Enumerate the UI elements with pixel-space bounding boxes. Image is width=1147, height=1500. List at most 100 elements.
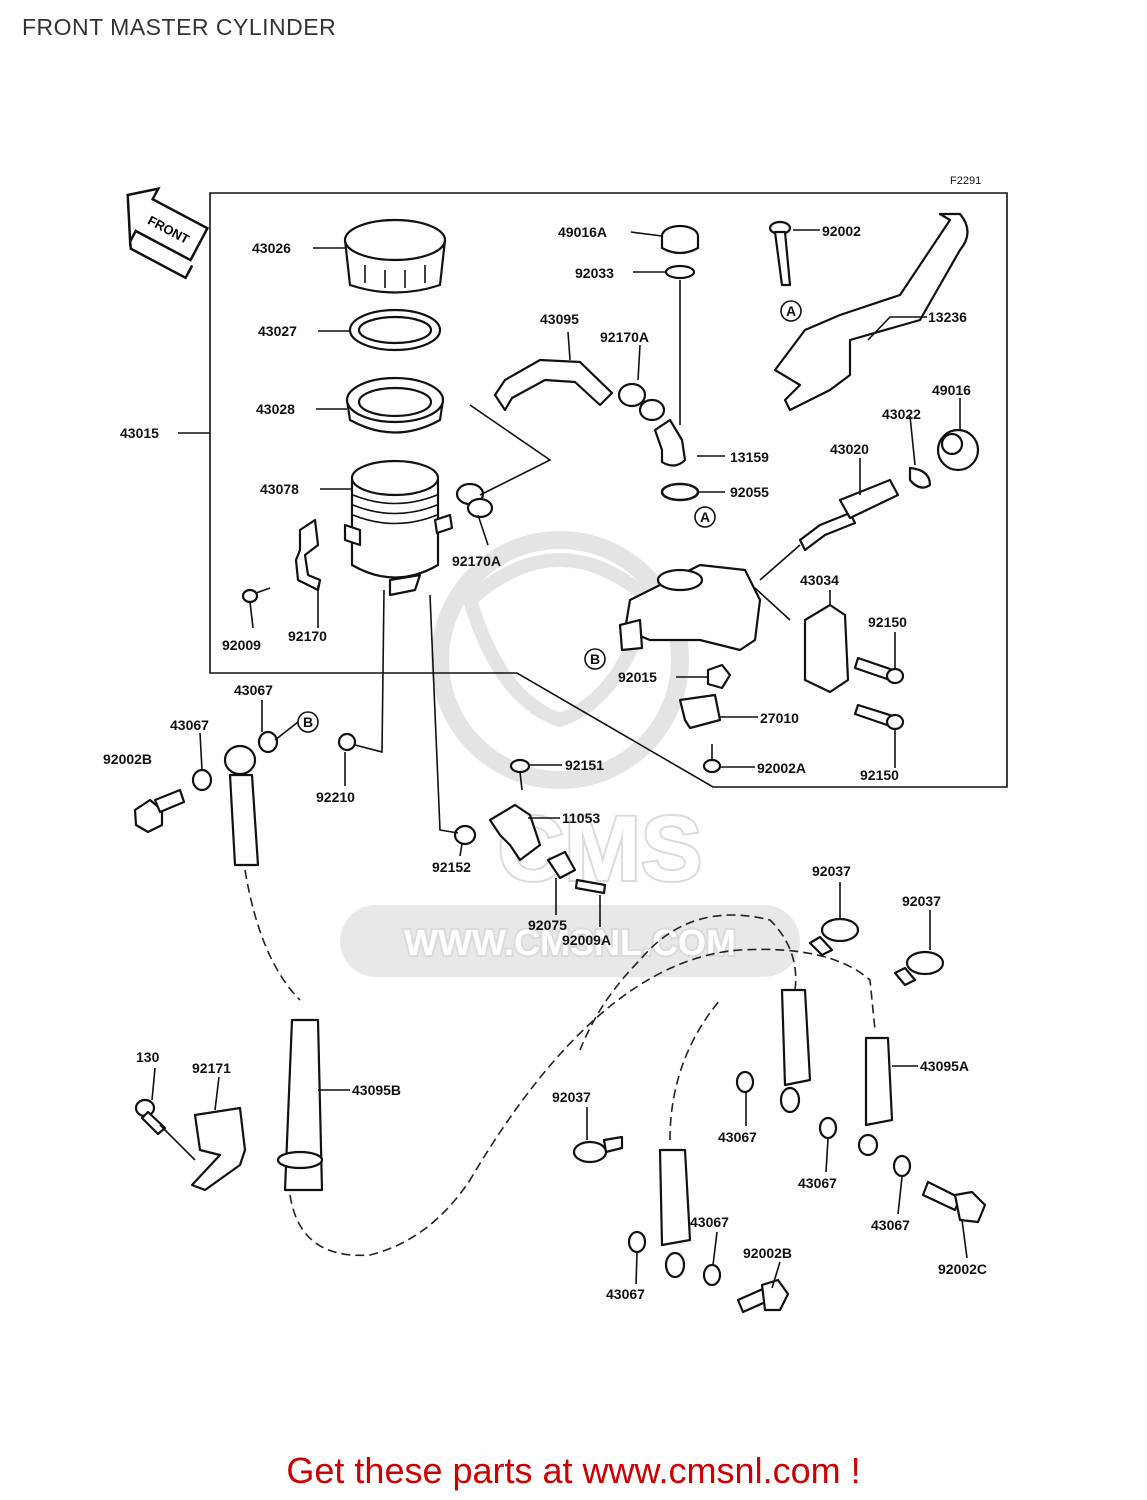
figure-code: F2291 <box>950 175 981 187</box>
part-label: 92002C <box>938 1261 987 1277</box>
bolt-92151 <box>509 758 531 791</box>
assembly-frame <box>209 192 1008 788</box>
bolt-92150-upper <box>853 656 905 685</box>
hose-section-middle <box>779 988 812 1114</box>
callout-a-lever: A <box>780 300 802 322</box>
part-label: 92210 <box>316 789 355 805</box>
part-label: 43027 <box>258 323 297 339</box>
boot-49016 <box>936 428 980 472</box>
part-label: 130 <box>136 1049 160 1065</box>
bracket-11053 <box>488 803 542 862</box>
part-label: 27010 <box>760 710 799 726</box>
grommet-92210 <box>337 732 357 752</box>
part-label: 92002B <box>103 751 152 767</box>
washer-43067-b2 <box>702 1263 722 1287</box>
part-label: 92037 <box>902 893 941 909</box>
part-label: 92171 <box>192 1060 231 1076</box>
part-label: 43067 <box>606 1286 645 1302</box>
part-label: 92002A <box>757 760 806 776</box>
part-label: 43028 <box>256 401 295 417</box>
svg-text:A: A <box>700 509 710 525</box>
hose-clamp-92170a-lower <box>455 482 494 519</box>
part-label: 92170A <box>600 329 649 345</box>
part-label: 92170A <box>452 553 501 569</box>
banjo-bolt-92002b-bottom <box>736 1278 790 1314</box>
hose-clamp-92037-b <box>893 950 945 987</box>
fitting-13159 <box>653 418 687 467</box>
part-label: 43020 <box>830 441 869 457</box>
grommet-92075 <box>546 850 577 880</box>
part-label: 92170 <box>288 628 327 644</box>
part-label: 43067 <box>871 1217 910 1233</box>
exploded-parts-diagram: CMS WWW.CMSNL.COM F2291 FRONT <box>103 175 1008 1314</box>
bracket-92171 <box>190 1106 247 1192</box>
reservoir-43078 <box>343 459 454 597</box>
part-label: 92150 <box>868 614 907 630</box>
callout-b-body: B <box>584 648 606 670</box>
part-label: 92150 <box>860 767 899 783</box>
hose-clamp-92170a-upper <box>617 382 666 422</box>
hose-clamp-92037-a <box>808 917 860 957</box>
collar-92152 <box>453 824 477 846</box>
part-label: 92037 <box>552 1089 591 1105</box>
washer-43067-b1 <box>627 1230 647 1254</box>
brake-switch-27010 <box>678 693 722 730</box>
part-label: 92002 <box>822 223 861 239</box>
part-label: 92002B <box>743 1245 792 1261</box>
part-label: 11053 <box>562 810 600 826</box>
part-label: 43026 <box>252 240 291 256</box>
hose-clamp-92037-c <box>572 1135 624 1164</box>
svg-text:A: A <box>786 303 796 319</box>
part-label: 43022 <box>882 406 921 422</box>
part-label: 92033 <box>575 265 614 281</box>
hose-section-bottom <box>658 1148 692 1279</box>
brake-hose-43095b <box>244 869 301 1001</box>
part-label: 92152 <box>432 859 471 875</box>
pivot-bolt-92002 <box>768 220 792 287</box>
part-label: 92037 <box>812 863 851 879</box>
washer-43067-r2 <box>818 1116 838 1140</box>
part-label: 49016A <box>558 224 607 240</box>
part-label: 43067 <box>690 1214 729 1230</box>
cap-49016a <box>660 224 700 255</box>
reservoir-cap-43026 <box>343 218 447 294</box>
callout-b-hose: B <box>297 711 319 733</box>
part-label: 92075 <box>528 917 567 933</box>
part-label: 43095B <box>352 1082 401 1098</box>
part-label: 92009A <box>562 932 611 948</box>
screw-92002a <box>702 744 722 774</box>
brake-lever-13236 <box>773 212 969 412</box>
hose-section-43095b <box>276 1018 324 1192</box>
part-label: 92009 <box>222 637 261 653</box>
screw-92009 <box>241 587 271 604</box>
o-ring-92055 <box>660 482 700 502</box>
part-label: 43067 <box>798 1175 837 1191</box>
washer-43067-top <box>257 730 279 754</box>
nut-92015 <box>706 663 732 690</box>
diaphragm-43028 <box>345 376 445 434</box>
part-label: 43095A <box>920 1058 969 1074</box>
footer-cta-link[interactable]: Get these parts at www.cmsnl.com ! <box>286 1450 861 1491</box>
svg-text:B: B <box>590 651 600 667</box>
washer-43067-r1 <box>735 1070 755 1094</box>
part-label: 13159 <box>730 449 769 465</box>
bolt-130 <box>134 1098 167 1136</box>
watermark-url: WWW.CMSNL.COM <box>404 922 736 963</box>
washer-43067-left <box>191 768 213 792</box>
callout-a-body: A <box>694 506 716 528</box>
part-label: 13236 <box>928 309 967 325</box>
master-cylinder-body <box>618 563 762 652</box>
part-label: 92151 <box>565 757 604 773</box>
part-label: 43067 <box>234 682 273 698</box>
part-label: 43067 <box>718 1129 757 1145</box>
banjo-bolt-92002b-left <box>133 788 186 834</box>
bracket-92170 <box>294 518 322 592</box>
part-label: 43095 <box>540 311 579 327</box>
circlip-92033 <box>664 264 696 280</box>
svg-text:B: B <box>303 714 313 730</box>
banjo-bolt-92002c <box>921 1180 987 1224</box>
washer-43067-r3 <box>892 1154 912 1178</box>
part-label: 49016 <box>932 382 971 398</box>
page-title: FRONT MASTER CYLINDER <box>22 14 337 40</box>
part-label: 92015 <box>618 669 657 685</box>
